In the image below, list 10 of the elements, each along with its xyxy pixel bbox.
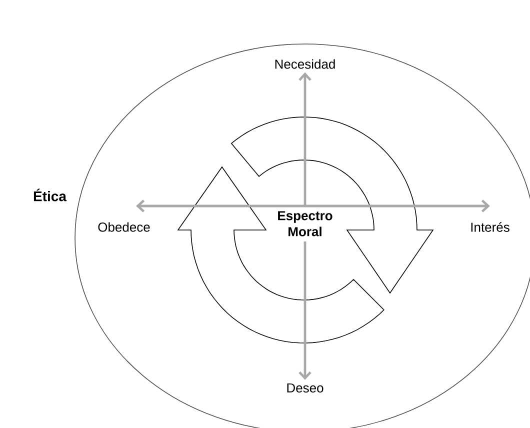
arrow [298, 72, 312, 206]
arrow [298, 241, 312, 380]
label-text: Obedece [98, 222, 150, 232]
label-text: Deseo [287, 383, 324, 393]
arrow [136, 200, 305, 212]
arrow [305, 200, 490, 212]
heading: Ética [34, 188, 67, 202]
label-text: Necesidad [275, 59, 335, 69]
label-text: Interés [471, 222, 510, 232]
center-label: Espectro Moral [273, 206, 337, 242]
